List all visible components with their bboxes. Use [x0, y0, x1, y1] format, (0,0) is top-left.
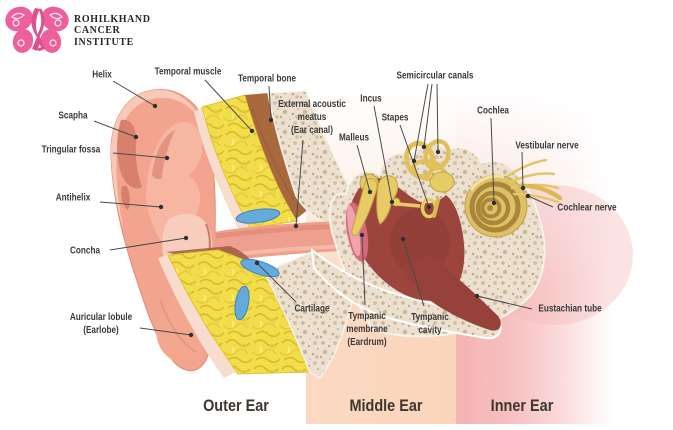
label-tympanic-membrane: Tympanic membrane (Eardrum) — [346, 309, 388, 348]
cartilage-pieces — [234, 208, 281, 321]
label-incus: Incus — [360, 92, 382, 105]
label-eustachian-tube: Eustachian tube — [538, 302, 602, 315]
label-external-acoustic-meatus: External acoustic meatus (Ear canal) — [278, 97, 346, 136]
leader-lines — [93, 79, 554, 336]
label-helix: Helix — [92, 68, 112, 81]
canal-wall-upper — [194, 90, 363, 232]
label-antihelix: Antihelix — [55, 191, 91, 204]
label-auricular-lobule: Auricular lobule (Earlobe) — [69, 311, 133, 336]
eustachian-tube-shape — [402, 255, 501, 331]
label-malleus: Malleus — [338, 131, 370, 144]
cochlea-shape — [464, 174, 528, 238]
region-label-inner-ear: Inner Ear — [490, 396, 554, 415]
vestibulocochlear-nerves — [506, 158, 563, 204]
label-stapes: Stapes — [381, 111, 409, 124]
temporal-bone-shape — [267, 90, 363, 227]
rohilkhand-cancer-institute-logo: ROHILKHAND CANCER INSTITUTE — [4, 3, 151, 59]
label-triangular-fossa: Tringular fossa — [41, 143, 101, 156]
leader-dots — [133, 103, 531, 338]
label-cochlear-nerve: Cochlear nerve — [557, 201, 617, 214]
region-label-middle-ear: Middle Ear — [349, 396, 423, 415]
butterfly-ribbon-icon — [5, 6, 69, 53]
label-concha: Concha — [69, 244, 101, 257]
label-vestibular-nerve: Vestibular nerve — [515, 139, 579, 152]
label-cochlea: Cochlea — [477, 104, 509, 117]
logo-text-line3: INSTITUTE — [74, 36, 134, 48]
fat-tissue-upper — [201, 94, 299, 229]
region-label-outer-ear: Outer Ear — [203, 396, 269, 415]
label-semicircular-canals: Semicircular canals — [396, 69, 474, 82]
label-tympanic-cavity: Tympanic cavity — [411, 311, 449, 336]
label-scapha: Scapha — [58, 109, 88, 122]
vestibule-shape — [429, 171, 455, 193]
label-cartilage: Cartilage — [294, 302, 330, 315]
logo-text-line2: CANCER — [74, 25, 121, 37]
logo-text-line1: ROHILKHAND — [74, 13, 151, 25]
bone-band-lower — [310, 247, 502, 340]
label-temporal-bone: Temporal bone — [237, 72, 297, 85]
label-temporal-muscle: Temporal muscle — [154, 65, 222, 78]
